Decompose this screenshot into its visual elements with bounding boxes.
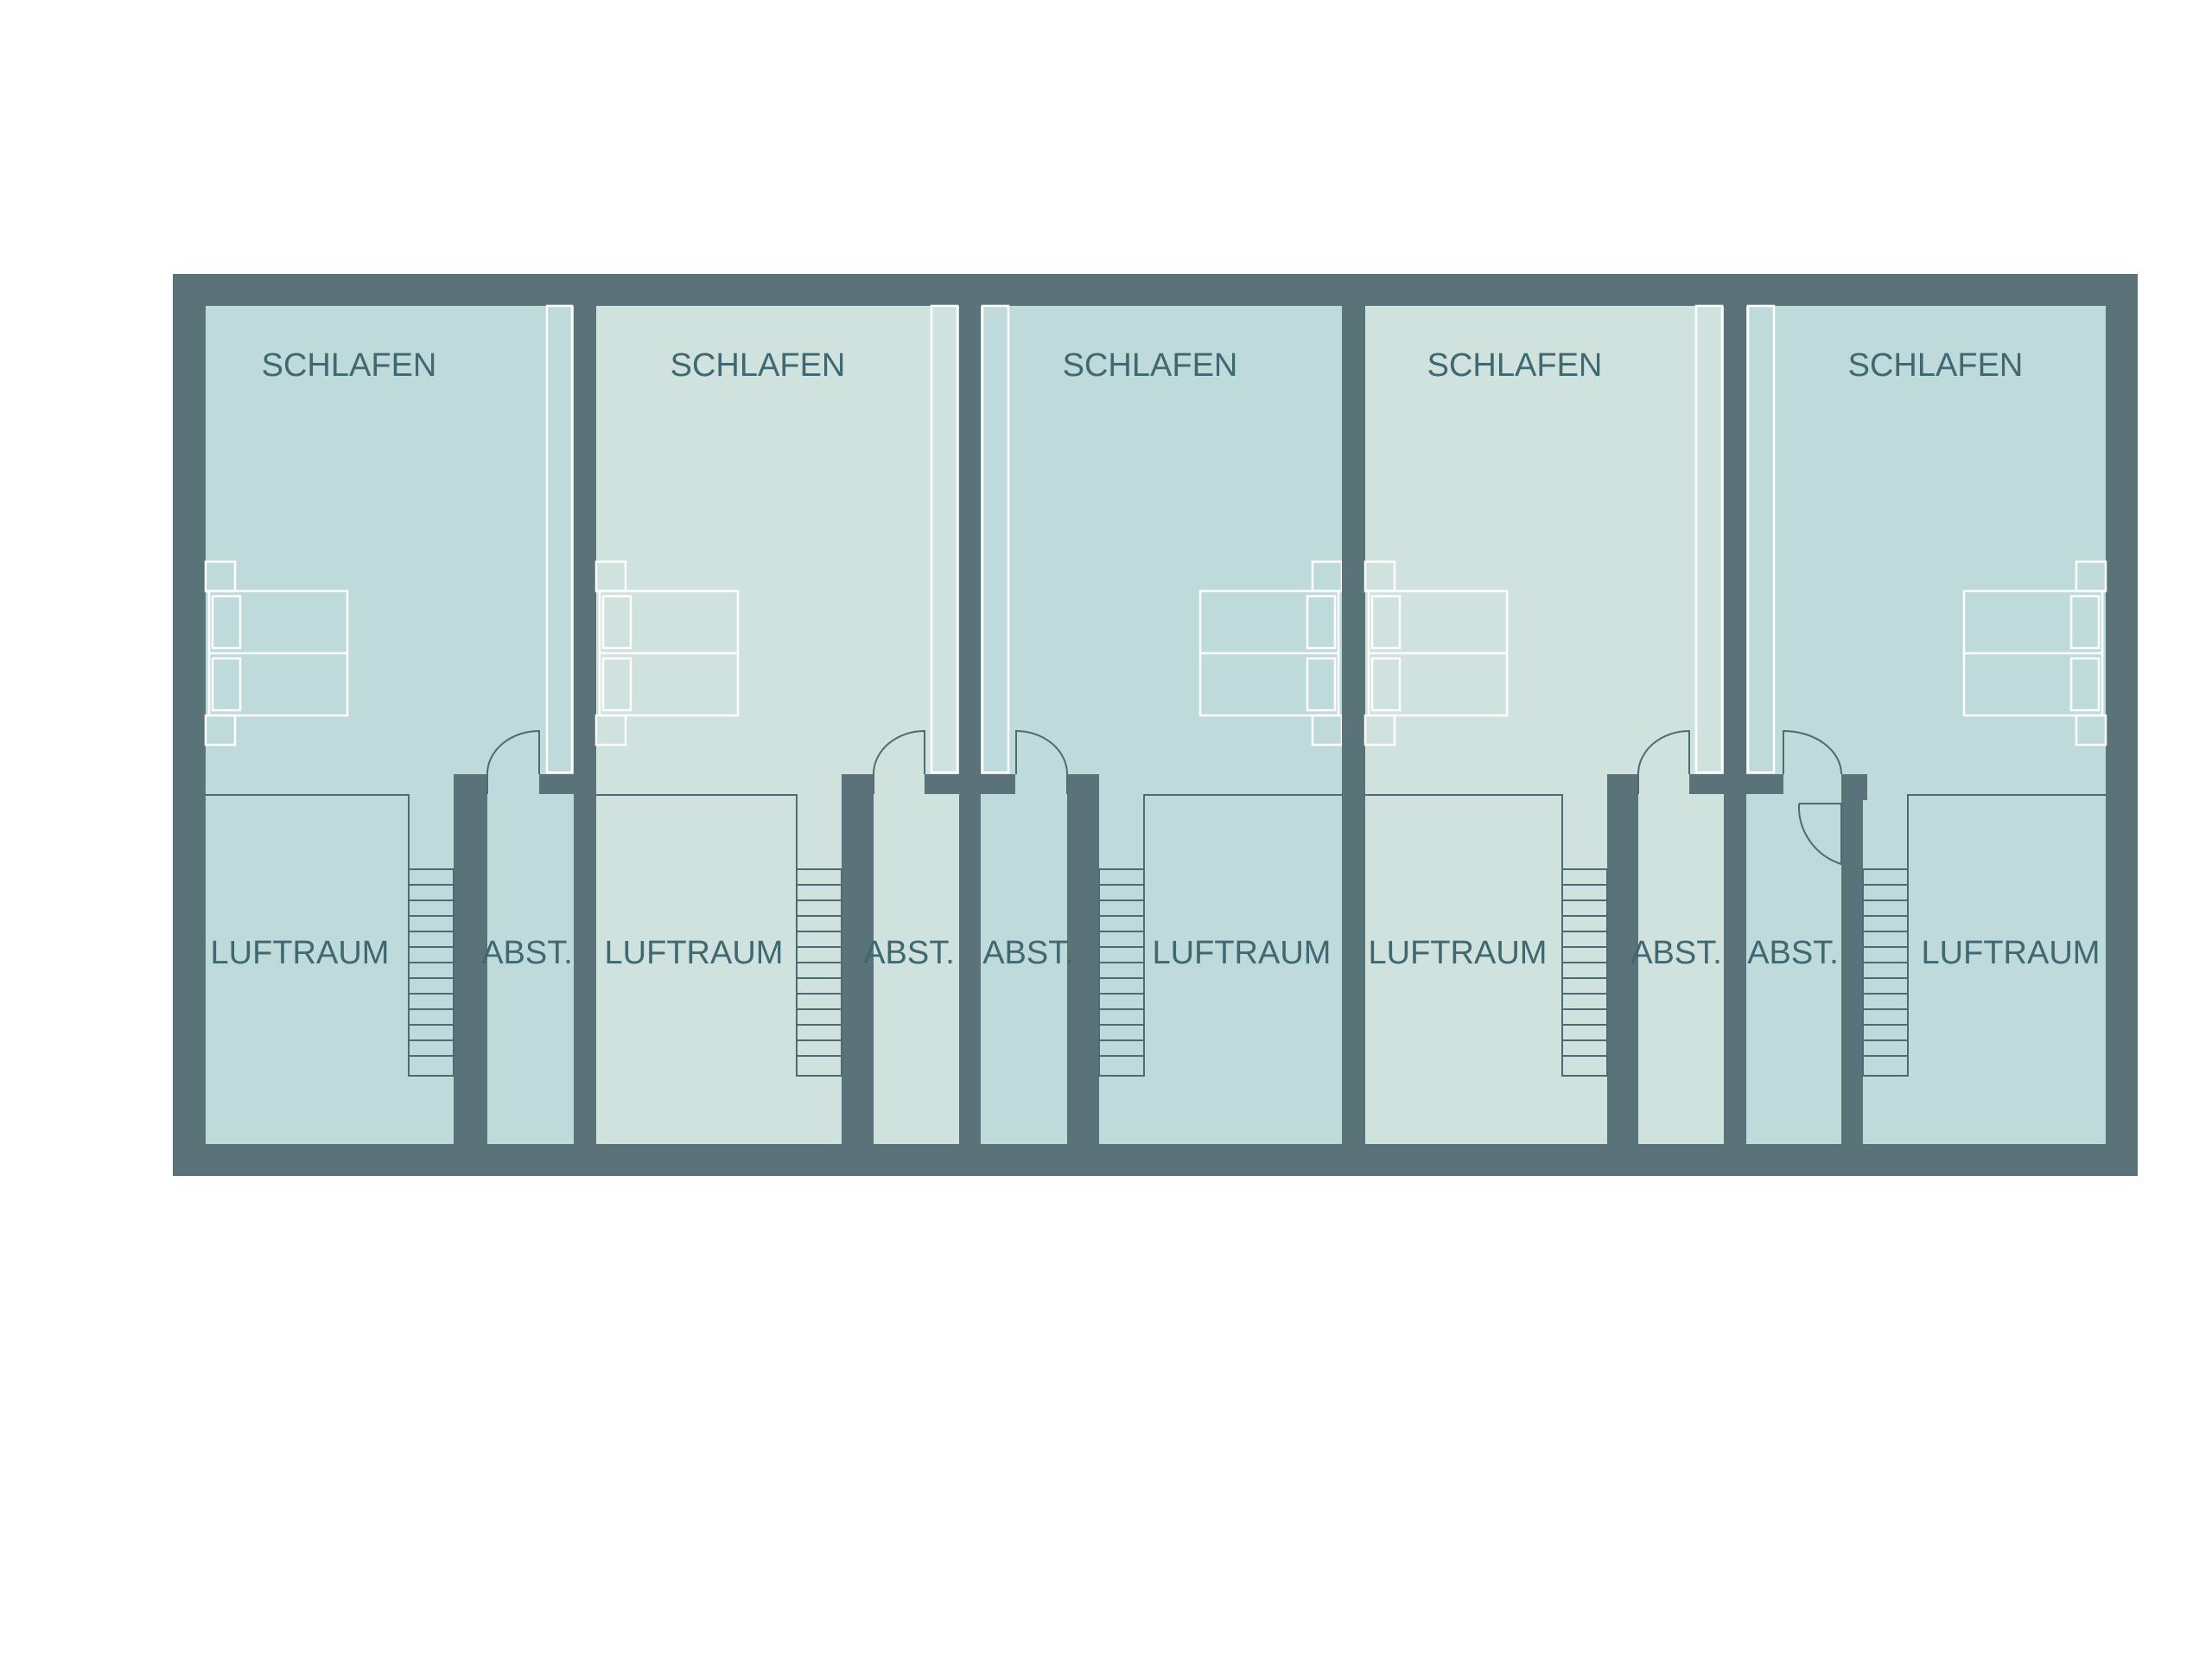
- door-swing-icon: [1015, 729, 1068, 794]
- unit-3: SCHLAFEN ABST. LUFTRAUM: [981, 304, 1344, 1144]
- door-swing-icon: [1637, 729, 1690, 794]
- stairs-icon: [796, 868, 842, 1077]
- bedroom-floor: [1746, 306, 2106, 794]
- bedroom-floor: [981, 306, 1342, 794]
- storage-label: ABST.: [982, 935, 1074, 971]
- wardrobe: [1694, 304, 1724, 774]
- partition-wall: [1841, 774, 1867, 800]
- partition-wall: [925, 774, 959, 794]
- storage-floor: [1746, 794, 1841, 1144]
- storage-floor: [981, 794, 1077, 1144]
- void-floor: [1099, 794, 1342, 1144]
- bedroom-floor: [1365, 306, 1724, 794]
- stairs-icon: [1862, 868, 1909, 1077]
- door-swing-icon: [873, 729, 925, 794]
- door-swing-icon: [1797, 803, 1842, 866]
- void-label: LUFTRAUM: [1369, 935, 1548, 971]
- unit-4: SCHLAFEN LUFTRAUM ABST.: [1363, 304, 1724, 1144]
- void-floor: [1863, 794, 2106, 1144]
- party-wall: [574, 274, 596, 1176]
- party-wall: [1342, 274, 1365, 1176]
- void-label: LUFTRAUM: [1153, 935, 1332, 971]
- stairs-icon: [1098, 868, 1145, 1077]
- void-label: LUFTRAUM: [211, 935, 390, 971]
- double-bed-icon: [594, 560, 740, 747]
- wardrobe: [1746, 304, 1776, 774]
- unit-5: SCHLAFEN ABST. LUFTRAUM: [1746, 304, 2107, 1144]
- unit-1: SCHLAFEN LUFTRAUM ABST.: [204, 304, 574, 1144]
- double-bed-icon: [1363, 560, 1509, 747]
- stairs-icon: [1561, 868, 1608, 1077]
- double-bed-icon: [204, 560, 349, 747]
- void-floor: [596, 794, 842, 1144]
- partition-wall: [842, 774, 874, 1144]
- storage-floor: [475, 794, 574, 1144]
- wardrobe: [545, 304, 574, 774]
- bedroom-floor: [596, 306, 959, 794]
- unit-2: SCHLAFEN LUFTRAUM ABST.: [594, 304, 959, 1144]
- partition-wall: [981, 774, 1015, 794]
- storage-label: ABST.: [481, 935, 573, 971]
- door-swing-icon: [1783, 729, 1842, 775]
- bedroom-label: SCHLAFEN: [1848, 347, 2024, 384]
- bedroom-floor: [206, 306, 574, 794]
- partition-wall: [1067, 774, 1099, 1144]
- bedroom-label: SCHLAFEN: [262, 347, 437, 384]
- storage-label: ABST.: [1747, 935, 1839, 971]
- void-label: LUFTRAUM: [1922, 935, 2101, 971]
- partition-wall: [454, 774, 487, 1144]
- void-label: LUFTRAUM: [605, 935, 784, 971]
- wardrobe: [981, 304, 1010, 774]
- storage-label: ABST.: [1630, 935, 1722, 971]
- partition-wall: [1689, 774, 1724, 794]
- wardrobe: [930, 304, 959, 774]
- partition-wall: [1746, 774, 1783, 794]
- party-wall: [959, 274, 981, 1176]
- stairs-icon: [408, 868, 454, 1077]
- partition-wall: [539, 774, 574, 794]
- void-floor: [206, 794, 454, 1144]
- bedroom-label: SCHLAFEN: [1063, 347, 1238, 384]
- partition-wall: [1607, 774, 1638, 1144]
- storage-label: ABST.: [863, 935, 955, 971]
- storage-floor: [1629, 794, 1724, 1144]
- door-swing-icon: [486, 729, 540, 794]
- double-bed-icon: [1198, 560, 1344, 747]
- storage-floor: [863, 794, 959, 1144]
- double-bed-icon: [1962, 560, 2107, 747]
- void-floor: [1365, 794, 1607, 1144]
- partition-wall: [1841, 864, 1863, 1144]
- bedroom-label: SCHLAFEN: [1427, 347, 1603, 384]
- party-wall: [1724, 274, 1746, 1176]
- bedroom-label: SCHLAFEN: [671, 347, 846, 384]
